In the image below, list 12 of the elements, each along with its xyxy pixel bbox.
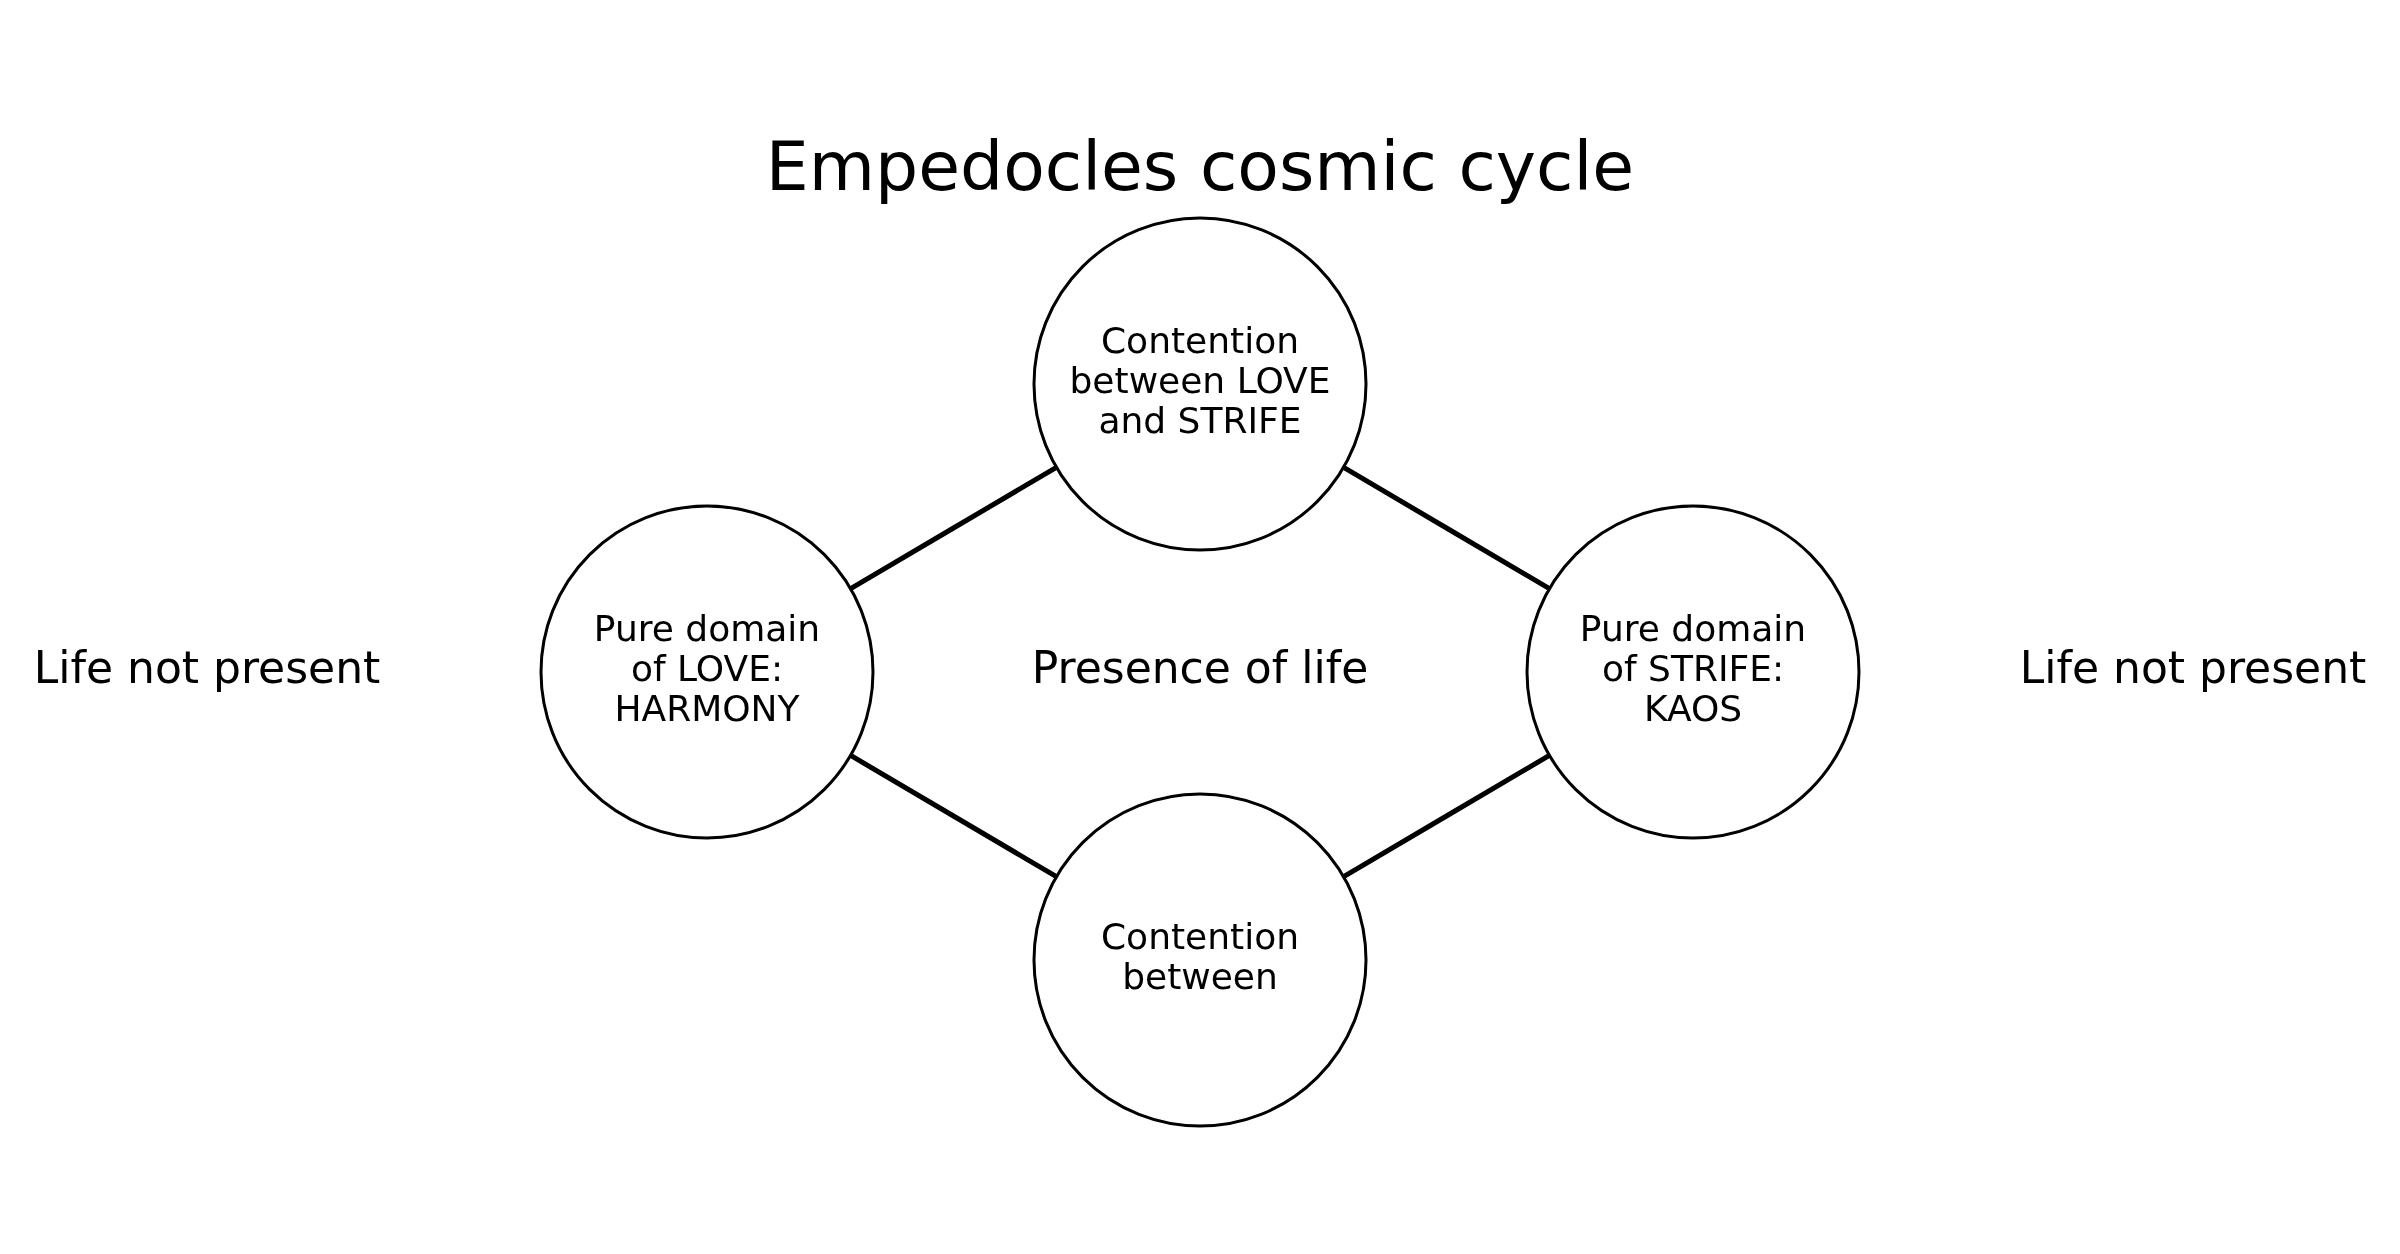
diagram-title: Empedocles cosmic cycle xyxy=(765,127,1635,207)
node-circle: Pure domain of STRIFE: KAOS xyxy=(1525,504,1861,840)
label: Presence of life xyxy=(1031,642,1369,694)
connector xyxy=(1342,465,1551,591)
label: Life not present xyxy=(33,642,381,694)
connector xyxy=(849,465,1058,591)
node-circle: Pure domain of LOVE: HARMONY xyxy=(539,504,875,840)
connector xyxy=(1342,753,1551,879)
node-circle: Contention between LOVE and STRIFE xyxy=(1032,216,1368,552)
connector xyxy=(849,753,1058,879)
label: Life not present xyxy=(2019,642,2367,694)
node-circle: Contention between xyxy=(1032,792,1368,1128)
